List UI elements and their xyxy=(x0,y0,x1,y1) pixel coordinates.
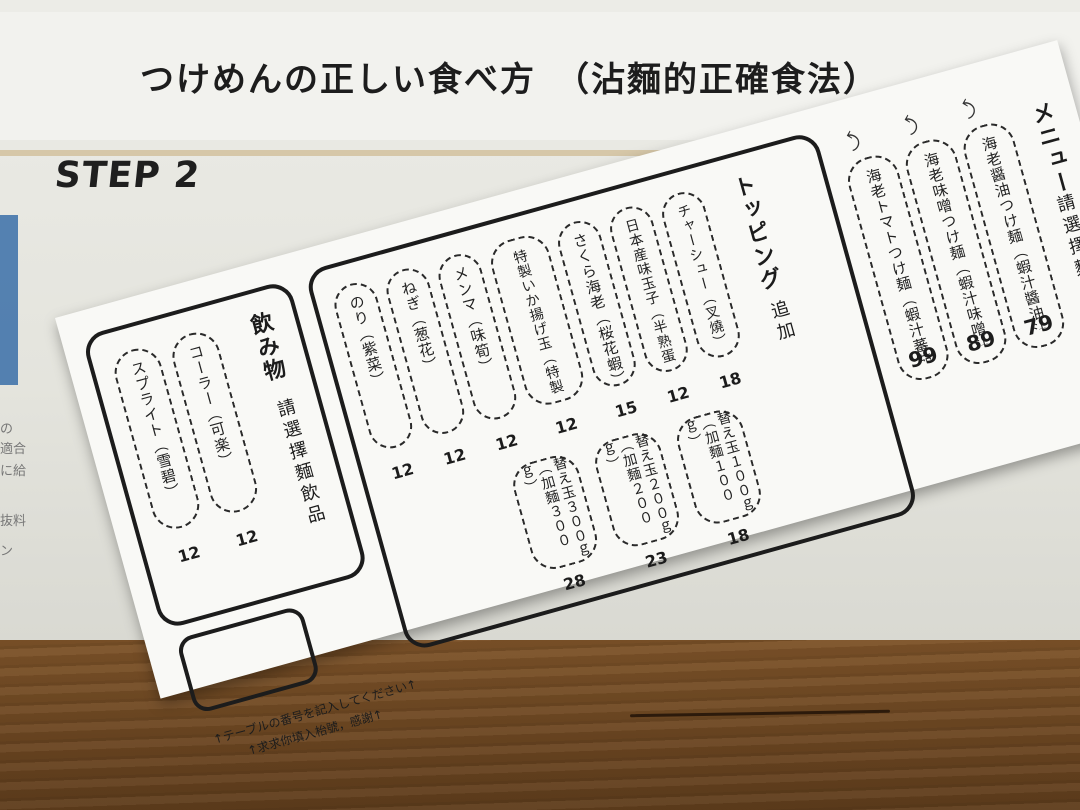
topping-price: 12 xyxy=(553,413,580,438)
extra-noodle-price: 23 xyxy=(643,547,670,572)
extra-noodle-name: 替え玉２００ｇ（加麵２００ｇ） xyxy=(599,431,676,538)
topping-price: 12 xyxy=(664,382,692,407)
toppings-heading: トッピング xyxy=(727,172,784,295)
sheet-edge xyxy=(0,150,1080,156)
topping-price: 18 xyxy=(716,368,744,393)
topping-price: 12 xyxy=(389,459,416,484)
drinks-subheading: 請選擇麵飲品 xyxy=(272,396,328,530)
curved-arrow-icon: ⤺ xyxy=(956,94,986,122)
drink-price: 12 xyxy=(175,542,203,567)
toppings-subheading: 追加 xyxy=(765,297,798,346)
blue-graphic xyxy=(0,215,18,385)
drink-name: コーラー（可楽） xyxy=(185,342,237,471)
extra-noodle-option[interactable]: 替え玉１００ｇ（加麵１００ｇ） xyxy=(671,404,767,530)
step-label: STEP 2 xyxy=(52,155,203,196)
side-text-fragment: ン xyxy=(0,544,14,559)
curved-arrow-icon: ⤺ xyxy=(898,110,928,138)
extra-noodle-price: 28 xyxy=(561,570,588,595)
side-text-fragment: 適合 xyxy=(0,442,27,457)
side-text-fragment: 抜料 xyxy=(0,514,27,529)
topping-price: 15 xyxy=(612,397,640,422)
extra-noodle-name: 替え玉３００ｇ（加麵３００ｇ） xyxy=(517,454,594,561)
topping-price: 12 xyxy=(493,430,520,455)
extra-noodle-name: 替え玉１００ｇ（加麵１００ｇ） xyxy=(681,409,758,515)
drink-price: 12 xyxy=(233,526,261,551)
topping-name: 特製いか揚げ玉（特製烏賊炸玉） xyxy=(509,247,566,397)
extra-noodle-price: 18 xyxy=(725,524,752,549)
drinks-heading: 飲み物 xyxy=(244,309,288,386)
side-text-fragment: に給 xyxy=(0,464,27,479)
drink-name: スプライト（雪碧） xyxy=(127,358,184,503)
curved-arrow-icon: ⤺ xyxy=(840,126,870,154)
topping-price: 12 xyxy=(441,444,468,469)
instruction-title: つけめんの正しい食べ方 （沾麵的正確食法） xyxy=(140,60,879,100)
extra-noodle-option[interactable]: 替え玉２００ｇ（加麵２００ｇ） xyxy=(589,427,685,552)
extra-noodle-option[interactable]: 替え玉３００ｇ（加麵３００ｇ） xyxy=(507,450,603,575)
menu-heading: メニュー xyxy=(1025,99,1076,199)
side-text-fragment: の xyxy=(0,422,14,437)
